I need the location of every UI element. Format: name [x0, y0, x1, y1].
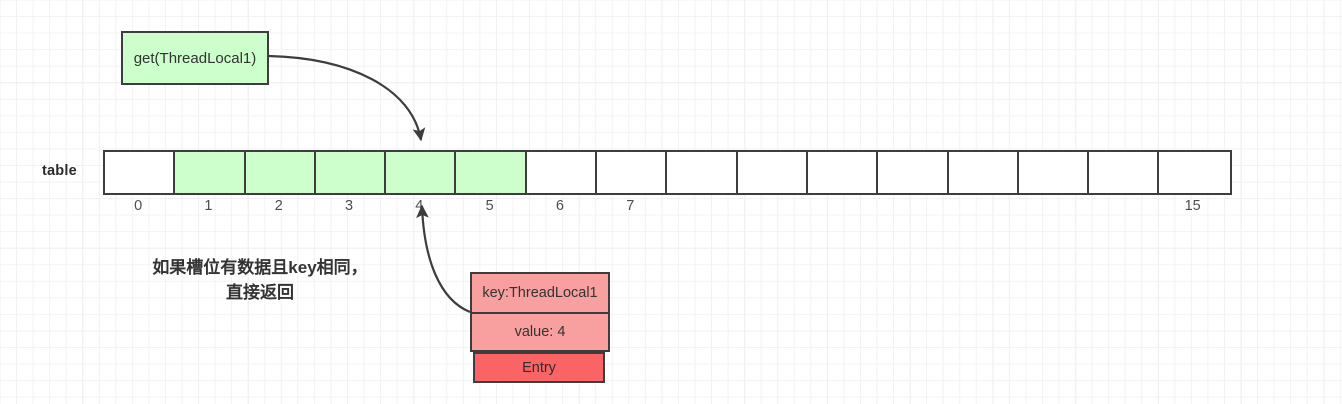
table-slot-12 [948, 152, 1019, 193]
table-index-4: 4 [415, 198, 424, 214]
table-index-1: 1 [204, 198, 213, 214]
table-slot-8 [667, 152, 738, 193]
table-slot-11 [878, 152, 949, 193]
annotation-note-line-1: 如果槽位有数据且key相同， [152, 258, 368, 277]
table-slot-10 [807, 152, 879, 193]
annotation-note: 如果槽位有数据且key相同， 直接返回 [110, 256, 410, 305]
table-slot-2 [245, 152, 316, 193]
annotation-note-line-2: 直接返回 [226, 282, 294, 302]
table-slots [103, 150, 1232, 195]
entry-type-tag: Entry [473, 352, 605, 383]
table-slot-5 [456, 152, 527, 193]
table-slot-9 [737, 152, 808, 193]
entry-group: key:ThreadLocal1 value: 4 Entry [470, 272, 610, 383]
table-index-2: 2 [274, 198, 283, 214]
entry-key-label: key:ThreadLocal1 [482, 285, 598, 301]
table-slot-0 [105, 152, 176, 193]
entry-key-cell: key:ThreadLocal1 [470, 272, 610, 312]
table-index-3: 3 [345, 198, 354, 214]
entry-value-cell: value: 4 [470, 312, 610, 352]
table-slot-14 [1089, 152, 1160, 193]
table-index-6: 6 [555, 198, 564, 214]
table-index-7: 7 [626, 198, 635, 214]
table-slot-1 [175, 152, 246, 193]
table-slot-15 [1159, 152, 1230, 193]
get-call-box: get(ThreadLocal1) [121, 31, 269, 85]
table-label: table [42, 163, 77, 179]
table-slot-4 [386, 152, 457, 193]
table-index-0: 0 [134, 198, 143, 214]
table-index-15: 15 [1184, 198, 1201, 214]
table-slot-7 [597, 152, 668, 193]
table-slot-3 [315, 152, 387, 193]
arrow-entry-to-slot4 [416, 204, 471, 314]
table-slot-6 [526, 152, 598, 193]
get-call-label: get(ThreadLocal1) [133, 49, 257, 67]
table-slot-13 [1018, 152, 1090, 193]
arrow-call-to-slot4 [268, 54, 426, 142]
entry-value-label: value: 4 [514, 324, 566, 340]
entry-type-label: Entry [522, 359, 556, 376]
table-index-5: 5 [485, 198, 494, 214]
